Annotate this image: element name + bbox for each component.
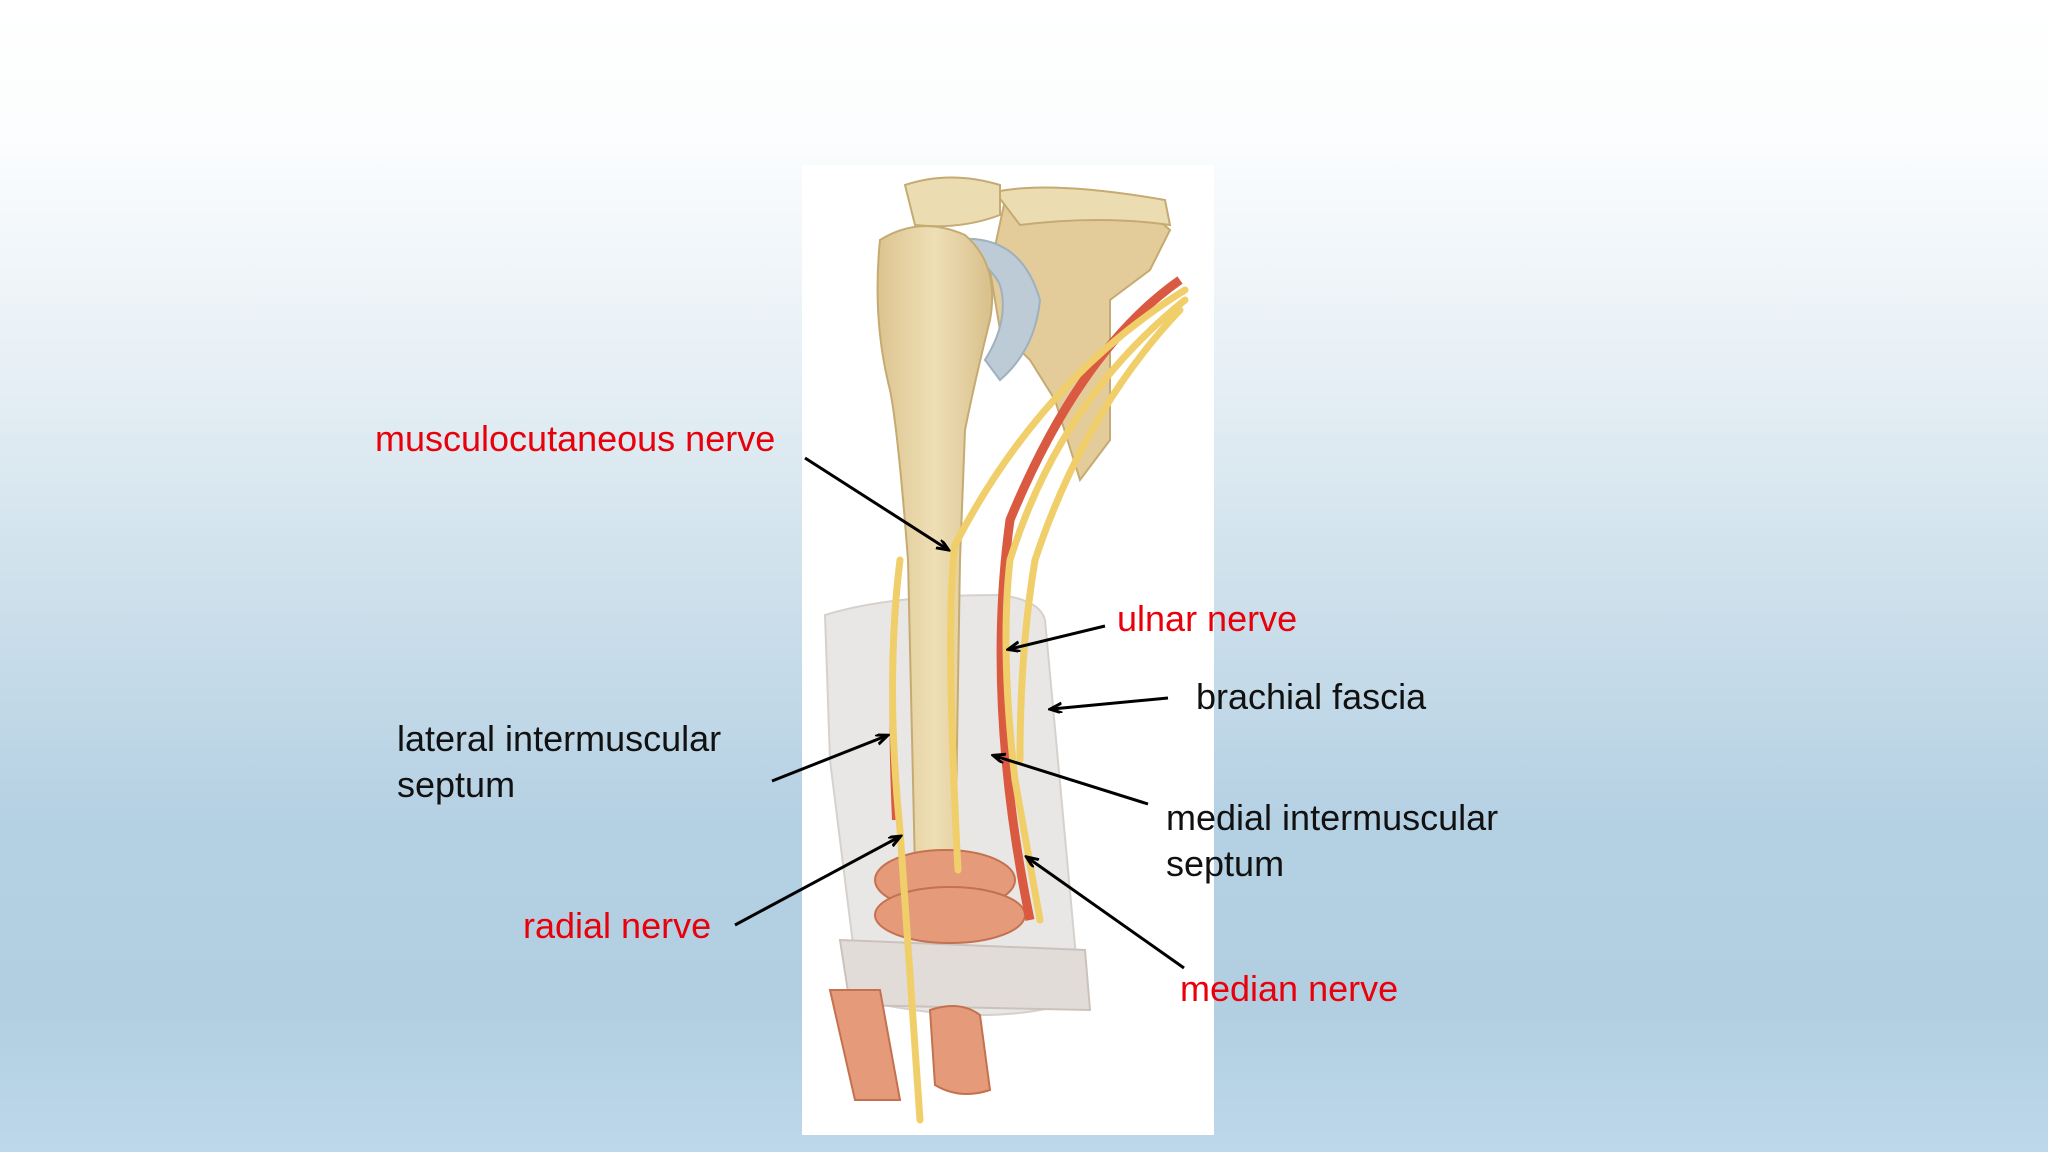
arrow-musculocutaneous: [804, 456, 947, 549]
arrow-radial: [734, 837, 899, 927]
musculocutaneous-nerve-label: musculocutaneous nerve: [375, 418, 776, 459]
glenoid-cartilage: [949, 237, 1042, 382]
lateral-intermuscular-septum-line2: septum: [397, 764, 516, 805]
arrow-ulnar: [1010, 624, 1106, 649]
arrow-medial-septum: [995, 756, 1149, 806]
medial-intermuscular-septum-label: medial intermuscular septum: [1166, 795, 1498, 887]
arrow-lateral-septum: [771, 736, 886, 783]
brachial-fascia-label: brachial fascia: [1196, 676, 1427, 717]
nerves: [889, 286, 1189, 1124]
median-nerve-label: median nerve: [1180, 968, 1399, 1009]
arrow-brachial-fascia: [1052, 696, 1169, 709]
arrow-median: [1028, 858, 1185, 970]
lateral-intermuscular-septum-label: lateral intermuscular septum: [397, 716, 721, 808]
scapula: [903, 176, 1172, 483]
radial-nerve-label: radial nerve: [523, 905, 712, 946]
ulnar-nerve-label: ulnar nerve: [1117, 598, 1298, 639]
humerus: [876, 225, 994, 871]
lateral-intermuscular-septum-line1: lateral intermuscular: [397, 718, 722, 759]
annotation-arrows: [734, 456, 1185, 970]
medial-intermuscular-septum-line1: medial intermuscular: [1166, 797, 1499, 838]
medial-intermuscular-septum-line2: septum: [1166, 843, 1285, 884]
